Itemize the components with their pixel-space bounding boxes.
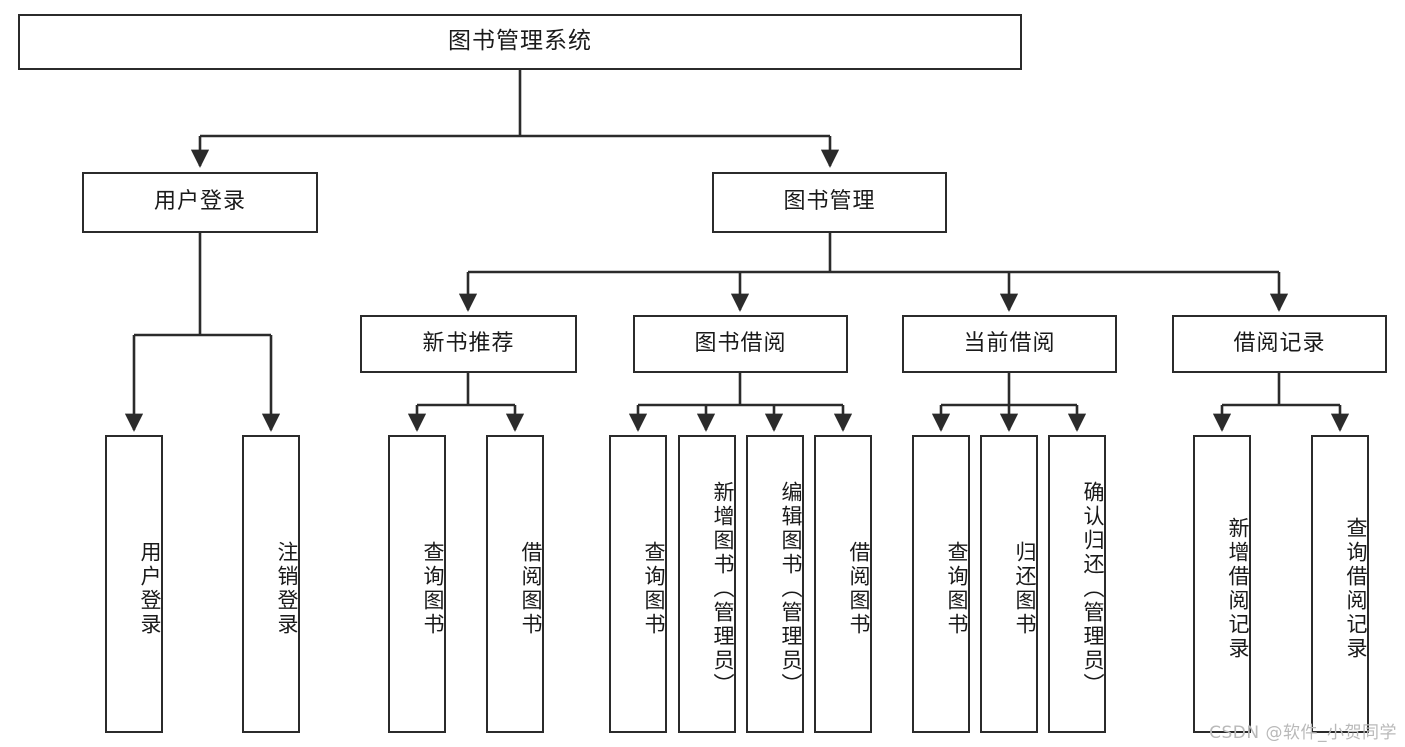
node-leaf-query-book-3-label: 查询图书 bbox=[945, 541, 969, 637]
node-leaf-borrow-book-2-label: 借阅图书 bbox=[847, 541, 871, 637]
node-book-borrow-label: 图书借阅 bbox=[694, 330, 787, 356]
csdn-watermark: CSDN @软件_小贺同学 bbox=[1209, 723, 1397, 743]
node-leaf-edit-book-label: 编辑图书（管理员） bbox=[779, 481, 803, 697]
node-leaf-user-login[interactable]: 用户登录 bbox=[105, 435, 163, 733]
node-root-system-label: 图书管理系统 bbox=[448, 28, 592, 55]
node-new-book-recommend[interactable]: 新书推荐 bbox=[360, 315, 577, 373]
node-leaf-confirm-return-label: 确认归还（管理员） bbox=[1081, 481, 1105, 697]
node-current-borrow-label: 当前借阅 bbox=[963, 330, 1056, 356]
node-book-manage[interactable]: 图书管理 bbox=[712, 172, 947, 233]
node-leaf-borrow-book-1-label: 借阅图书 bbox=[519, 541, 543, 637]
node-leaf-user-login-label: 用户登录 bbox=[138, 541, 162, 637]
node-leaf-query-book-3[interactable]: 查询图书 bbox=[912, 435, 970, 733]
node-leaf-query-book-2[interactable]: 查询图书 bbox=[609, 435, 667, 733]
node-user-login-label: 用户登录 bbox=[153, 189, 246, 215]
node-borrow-record[interactable]: 借阅记录 bbox=[1172, 315, 1387, 373]
node-leaf-query-record-label: 查询借阅记录 bbox=[1344, 517, 1368, 661]
node-book-borrow[interactable]: 图书借阅 bbox=[633, 315, 848, 373]
node-leaf-add-record-label: 新增借阅记录 bbox=[1226, 517, 1250, 661]
node-user-login[interactable]: 用户登录 bbox=[82, 172, 318, 233]
node-leaf-borrow-book-2[interactable]: 借阅图书 bbox=[814, 435, 872, 733]
node-leaf-user-logout[interactable]: 注销登录 bbox=[242, 435, 300, 733]
node-root-system[interactable]: 图书管理系统 bbox=[18, 14, 1022, 70]
node-leaf-add-record[interactable]: 新增借阅记录 bbox=[1193, 435, 1251, 733]
node-leaf-user-logout-label: 注销登录 bbox=[275, 541, 299, 637]
node-leaf-query-book-1-label: 查询图书 bbox=[421, 541, 445, 637]
node-leaf-query-book-2-label: 查询图书 bbox=[642, 541, 666, 637]
node-leaf-return-book[interactable]: 归还图书 bbox=[980, 435, 1038, 733]
node-leaf-add-book-label: 新增图书（管理员） bbox=[711, 481, 735, 697]
node-leaf-borrow-book-1[interactable]: 借阅图书 bbox=[486, 435, 544, 733]
node-leaf-query-book-1[interactable]: 查询图书 bbox=[388, 435, 446, 733]
node-borrow-record-label: 借阅记录 bbox=[1233, 330, 1326, 356]
node-leaf-add-book[interactable]: 新增图书（管理员） bbox=[678, 435, 736, 733]
node-leaf-query-record[interactable]: 查询借阅记录 bbox=[1311, 435, 1369, 733]
node-leaf-confirm-return[interactable]: 确认归还（管理员） bbox=[1048, 435, 1106, 733]
node-new-book-recommend-label: 新书推荐 bbox=[422, 330, 515, 356]
node-book-manage-label: 图书管理 bbox=[783, 189, 876, 215]
node-leaf-return-book-label: 归还图书 bbox=[1013, 541, 1037, 637]
node-current-borrow[interactable]: 当前借阅 bbox=[902, 315, 1117, 373]
node-leaf-edit-book[interactable]: 编辑图书（管理员） bbox=[746, 435, 804, 733]
